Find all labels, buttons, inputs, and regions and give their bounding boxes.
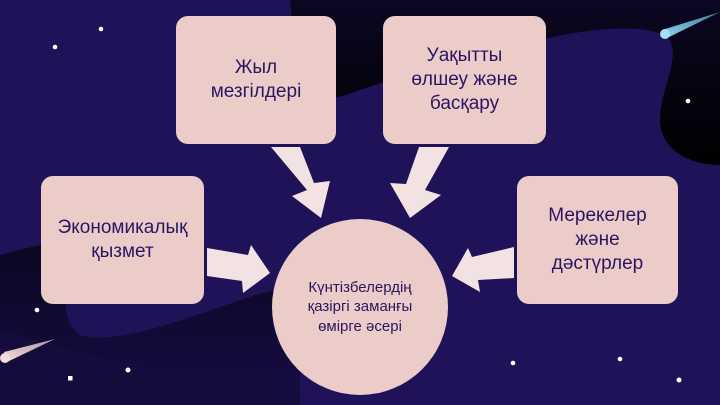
comet-top-right-icon — [660, 12, 720, 39]
node-holidays-traditions-label: Мерекелер және дәстүрлер — [548, 205, 647, 274]
node-holidays-traditions: Мерекелер және дәстүрлер — [517, 176, 678, 304]
node-seasons-label: Жыл мезгілдері — [210, 57, 302, 102]
arrow-economic-to-center — [207, 245, 270, 293]
comet-bottom-left-icon — [0, 339, 55, 363]
node-time-management-label: Уақытты өлшеу және басқару — [411, 45, 518, 114]
arrow-time-to-center — [390, 147, 449, 218]
center-node-label: Күнтізбелердің қазіргі заманғы өмірге әс… — [307, 278, 413, 335]
arrow-holidays-to-center — [452, 247, 514, 292]
stars — [34, 26, 691, 383]
arrow-seasons-to-center — [271, 147, 330, 218]
node-time-management: Уақытты өлшеу және басқару — [383, 16, 546, 144]
center-node: Күнтізбелердің қазіргі заманғы өмірге әс… — [272, 219, 448, 395]
node-economic-activity-label: Экономикалық қызмет — [57, 217, 188, 262]
node-seasons: Жыл мезгілдері — [176, 16, 336, 144]
node-economic-activity: Экономикалық қызмет — [41, 176, 204, 304]
